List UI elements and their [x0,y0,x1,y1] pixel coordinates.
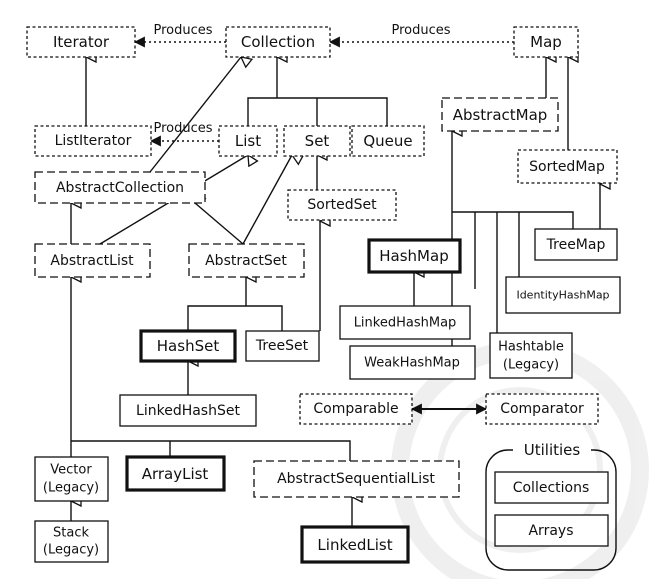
utilities-title: Utilities [524,441,581,459]
node-stack-box [34,520,109,563]
label-produces-listiterator: Produces [153,121,212,136]
edge-hashset-treeset-abstractset [187,277,283,331]
node-abstractset: AbstractSet [205,253,287,269]
node-collections-box [494,471,609,504]
node-hashset-box [139,329,237,363]
node-list-box [218,125,278,157]
utilities-title-mask [513,441,591,459]
utilities-group [485,441,617,571]
node-hashset: HashSet [157,337,220,355]
node-collection-box [225,26,331,58]
node-comparator: Comparator [500,401,584,417]
node-linkedhashmap: LinkedHashMap [354,316,457,331]
node-iterator-box [26,26,136,58]
node-queue-box [351,125,425,157]
node-vector-line2: (Legacy) [43,481,99,496]
node-stack-line2: (Legacy) [43,543,99,558]
node-stack-line1: Stack [53,526,89,541]
edge-map-impls-abstractmap [452,131,574,346]
node-linkedhashmap-box [339,305,471,340]
node-labels: Iterator Collection Map ListIterator Lis… [43,33,610,558]
label-produces-iterator: Produces [153,23,212,38]
node-hashtable-line1: Hashtable [498,340,564,355]
node-map: Map [530,33,562,51]
node-linkedlist: LinkedList [317,536,392,554]
node-linkedhashset-box [119,394,257,427]
node-vector-line1: Vector [50,463,92,478]
node-listiterator: ListIterator [55,133,132,149]
edge-list-set-queue-collection [247,57,388,126]
node-identityhashmap: IdentityHashMap [516,289,609,302]
node-hashmap-box [367,238,462,274]
node-arraylist-box [125,455,226,492]
node-abstractsequentiallist: AbstractSequentialList [277,471,435,487]
class-boxes [34,228,621,563]
node-comparable: Comparable [313,401,398,417]
node-treemap-box [534,228,618,261]
node-sortedmap: SortedMap [529,159,605,175]
node-arrays-box [494,514,609,547]
node-abstractlist: AbstractList [50,253,134,269]
node-collection: Collection [241,33,315,51]
node-treeset: TreeSet [255,338,309,354]
node-listiterator-box [34,125,152,157]
node-abstractset-box [188,243,305,278]
node-hashtable-box [489,332,573,379]
node-hashtable-line2: (Legacy) [503,358,559,373]
node-abstractmap-box [441,97,559,132]
node-sortedset: SortedSet [307,197,377,213]
node-set-box [283,125,351,157]
node-weakhashmap-box [349,345,476,380]
node-iterator: Iterator [53,33,110,51]
node-set: Set [305,132,330,150]
node-arraylist: ArrayList [142,465,209,483]
node-abstractsequentiallist-box [253,460,460,498]
node-list: List [235,132,261,150]
bold-class-boxes [125,238,462,564]
node-abstractcollection: AbstractCollection [56,180,184,196]
node-collections: Collections [513,480,590,496]
node-comparator-box [485,393,599,425]
node-sortedmap-box [517,149,618,184]
node-abstractcollection-box [34,171,206,204]
node-vector-box [34,456,109,502]
edge-abstractset-set [242,155,292,245]
edge-lists-abstractlist [71,277,351,461]
node-arrays: Arrays [528,523,573,539]
node-identityhashmap-box [505,276,621,314]
edge-abstractcollection-collection [149,57,241,173]
node-treemap: TreeMap [546,237,606,253]
abstract-boxes [34,97,559,498]
node-weakhashmap: WeakHashMap [364,356,460,371]
node-abstractlist-box [34,243,151,278]
produces-edges [133,36,514,147]
node-abstractmap: AbstractMap [453,106,548,124]
interface-boxes [26,26,618,425]
node-map-box [513,26,579,58]
node-linkedhashset: LinkedHashSet [136,403,240,419]
node-queue: Queue [363,132,412,150]
node-comparable-box [299,393,413,425]
node-sortedset-box [287,189,397,221]
edge-abstractset-abstractcollection [195,203,244,245]
label-produces-map: Produces [391,23,450,38]
edges [71,57,600,527]
node-linkedlist-box [300,525,410,564]
node-hashmap: HashMap [379,247,448,265]
node-treeset-box [245,330,320,362]
